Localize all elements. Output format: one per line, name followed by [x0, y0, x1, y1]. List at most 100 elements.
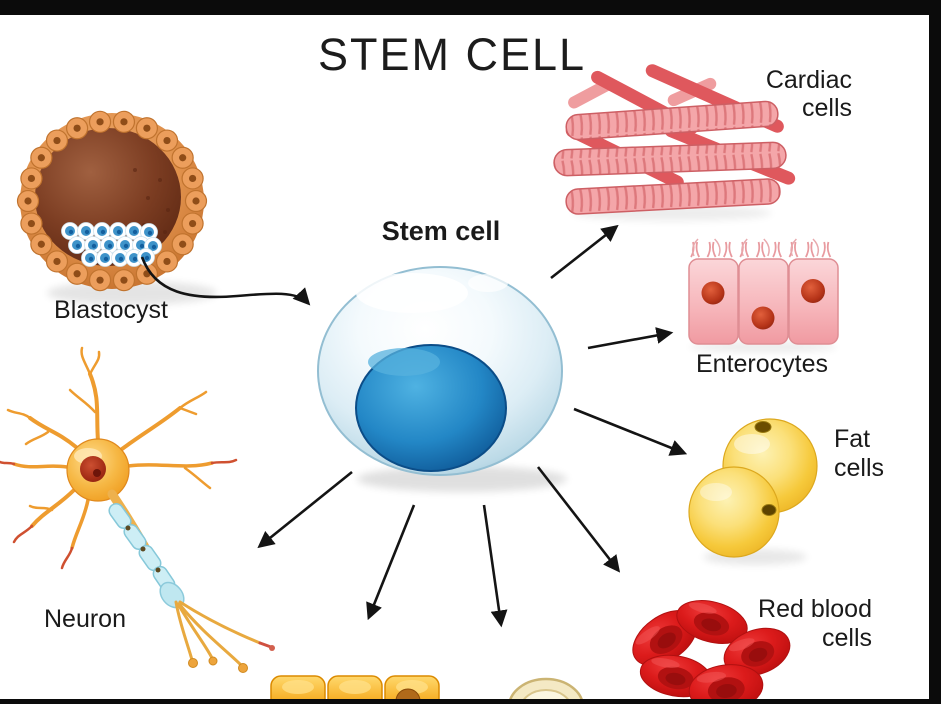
trophoblast-cell-dot: [120, 276, 128, 284]
speckle: [133, 168, 137, 172]
icm-cell-dot: [88, 256, 94, 262]
stem-cell-illustration: [317, 266, 567, 492]
speckle: [166, 208, 170, 212]
blastocyst-label: Blastocyst: [54, 296, 168, 324]
trophoblast-cell-dot: [53, 136, 61, 145]
stem-cell-highlight: [356, 273, 468, 313]
icm-cell-dot: [68, 229, 74, 235]
blastocyst-shadow: [47, 281, 217, 305]
arrow-blastocyst-to-stem-cell: [140, 256, 311, 306]
stem-cell-label: Stem cell: [382, 216, 501, 246]
trophoblast-cell-dot: [27, 174, 36, 183]
cilium: [763, 238, 770, 257]
icm-cell-dot: [84, 229, 90, 235]
stem-cell-nucleus: [355, 344, 507, 472]
enterocyte-cilia: [690, 238, 832, 258]
trophoblast-cell-dot: [192, 197, 200, 205]
fat-cell-front: [688, 466, 780, 558]
icm-cell-dot: [118, 256, 124, 262]
cilium: [723, 241, 728, 258]
neuron-nucleus: [80, 456, 106, 482]
icm-cell-dot: [100, 229, 106, 235]
arrow-to-red-blood-cells: [536, 466, 621, 573]
icm-cell-dot: [107, 243, 113, 249]
enterocytes-label: Enterocytes: [696, 350, 828, 378]
icm-cell-dot: [75, 243, 81, 249]
cilium: [691, 238, 699, 257]
cardiac-cells-illustration: [553, 64, 796, 221]
icm-cell-dot: [132, 229, 138, 235]
arrow-to-neuron: [257, 470, 353, 549]
cilium: [812, 238, 820, 257]
trophoblast-cell-dot: [163, 136, 171, 145]
inner-cell-mass: [61, 222, 162, 267]
cilium: [810, 241, 815, 258]
fat-highlight: [734, 434, 770, 454]
neuron-dendrite-tips: [0, 458, 238, 570]
arrow-to-fat-cells: [573, 407, 688, 456]
terminal-red-tip: [258, 641, 273, 649]
cilium: [805, 241, 810, 258]
trophoblast-cell-dot: [179, 240, 187, 248]
cardiac-cells-label-line1: Cardiac: [766, 66, 852, 94]
cilium: [790, 238, 797, 257]
icm-cell-dot: [132, 256, 138, 262]
trophoblast-cell-dot: [24, 197, 32, 205]
enterocyte-nucleus: [751, 306, 775, 330]
neuron-illustration: [0, 346, 275, 673]
arrow-to-bottom-orange-cells: [366, 504, 416, 621]
terminal-bouton: [238, 663, 248, 673]
enterocyte-nucleus: [801, 279, 825, 303]
trophoblast-ring: [16, 110, 208, 292]
cilium: [714, 238, 721, 257]
red-blood-cells-label-line1: Red blood: [758, 595, 872, 623]
arrow-to-enterocytes: [587, 327, 674, 350]
trophoblast-cell-dot: [96, 276, 104, 284]
icm-cell-dot: [116, 229, 122, 235]
cilium: [695, 241, 700, 258]
arrow-to-bottom-round-cell: [482, 504, 508, 628]
icm-cell-dot: [123, 243, 129, 249]
icm-cell-dot: [91, 243, 97, 249]
cilium: [777, 241, 782, 258]
trophoblast-cell-dot: [53, 257, 61, 266]
arrow-to-cardiac-cells: [550, 224, 619, 280]
trophoblast-cell-dot: [37, 154, 45, 162]
fat-cell-pore: [754, 421, 772, 433]
bottom-orange-cells-illustration: [270, 675, 440, 704]
fat-highlight: [700, 483, 732, 501]
fat-cells-illustration: [688, 418, 818, 565]
trophoblast-cell-dot: [143, 124, 151, 132]
red-blood-cell: [676, 600, 748, 644]
trophoblast-cell-dot: [188, 174, 197, 183]
red-blood-cells-label-line2: cells: [822, 624, 872, 652]
neuron-nucleolus: [93, 469, 101, 477]
cardiac-fiber: [553, 141, 787, 177]
cilium: [728, 241, 733, 258]
cardiac-stub: [568, 79, 612, 109]
icm-cell-dot: [103, 256, 109, 262]
icm-cell-dot: [147, 230, 153, 236]
fat-cells-label-line2: cells: [834, 454, 884, 482]
cilium: [741, 238, 748, 257]
cardiac-fiber: [565, 178, 781, 215]
speckle: [163, 230, 167, 234]
enterocyte-nucleus: [701, 281, 725, 305]
cilium: [690, 241, 695, 258]
cardiac-fiber: [565, 100, 779, 141]
cilium: [794, 241, 799, 258]
cilium: [826, 241, 832, 258]
trophoblast-cell-dot: [163, 257, 171, 266]
icm-cell-dot: [151, 244, 157, 250]
terminal-bouton: [188, 658, 198, 668]
axon-terminals: [174, 600, 262, 667]
fat-cell-pore: [761, 504, 777, 516]
speckle: [146, 196, 150, 200]
icm-cell-dot: [144, 255, 150, 261]
trophoblast-cell-dot: [96, 118, 104, 126]
cilium: [744, 241, 750, 258]
page-title: STEM CELL: [318, 29, 586, 80]
nucleus-highlight: [368, 348, 440, 376]
enterocytes-illustration: [688, 238, 839, 352]
